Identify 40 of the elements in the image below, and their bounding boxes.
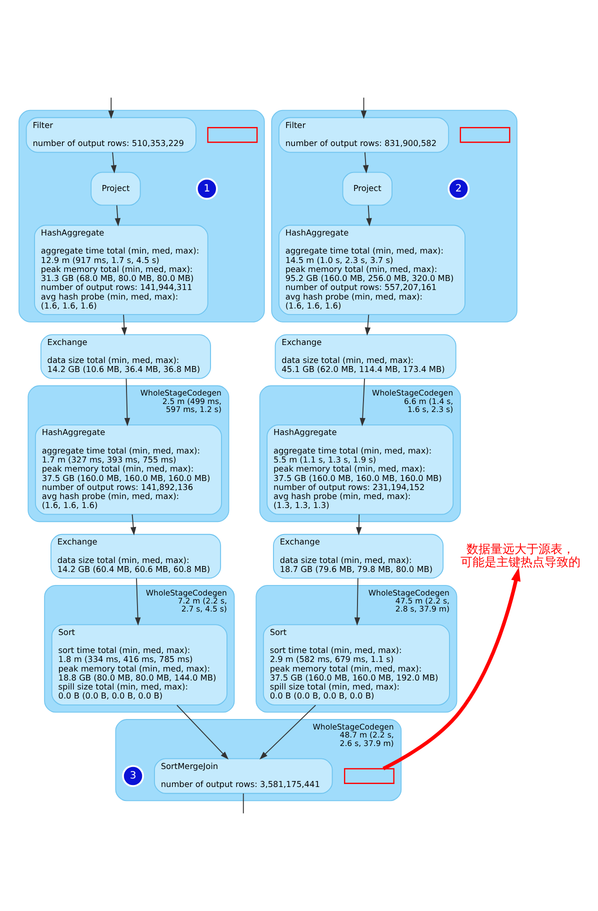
node-box: Project xyxy=(342,172,392,206)
arrow xyxy=(364,314,371,336)
arrow xyxy=(134,578,141,626)
arrow xyxy=(362,152,369,174)
node-box: Exchange data size total (min, med, max): 45.1 GB (62.0 MB, 114.4 MB, 173.4 MB) xyxy=(274,334,456,379)
node-box xyxy=(207,127,258,143)
node-box: Sort sort time total (min, med, max): 1.8 m (334 ms, 416 ms, 785 ms) peak memory total (min, med, max): 18.8 GB (80.0 MB, 80.0 MB, 144.0 MB) spill size total (min, med, max): 0.0 B (0.0 B, 0.0 B, 0.0 B) xyxy=(51,624,228,706)
node-box: SortMergeJoin number of output rows: 3,581,175,441 xyxy=(154,758,333,794)
arrow xyxy=(360,97,367,119)
arrow xyxy=(110,152,117,174)
node-box: Filter number of output rows: 831,900,582 xyxy=(278,117,450,153)
arrow xyxy=(356,514,362,536)
arrow xyxy=(114,204,121,226)
node-box: Exchange data size total (min, med, max): 18.7 GB (79.6 MB, 79.8 MB, 80.0 MB) xyxy=(273,534,444,579)
node-circle: 2 xyxy=(448,178,470,200)
arrow xyxy=(382,567,521,770)
node-box: HashAggregate aggregate time total (min, med, max): 12.9 m (917 ms, 1.7 s, 4.5 s) peak memory total (min, med, max): 31.3 GB (68.0 MB, 80.0 MB, 80.0 MB) number of output rows: 141,944,311 avg hash probe (min, med, max): (1.6, 1.6, 1.6) xyxy=(34,224,208,316)
arrow xyxy=(130,514,136,536)
node-box xyxy=(344,768,394,784)
arrow xyxy=(360,378,366,426)
arrow xyxy=(354,578,360,626)
node-box: Filter number of output rows: 510,353,229 xyxy=(26,117,196,153)
node-box: HashAggregate aggregate time total (min, med, max): 5.5 m (1.1 s, 1.3 s, 1.9 s) peak memory total (min, med, max): 37.5 GB (160.0 MB, 160.0 MB, 160.0 MB) number of output rows: 231,194,152 avg hash probe (min, med, max): (1.3, 1.3, 1.3) xyxy=(266,424,454,515)
node-box: Exchange data size total (min, med, max): 14.2 GB (10.6 MB, 36.4 MB, 36.8 MB) xyxy=(40,334,211,379)
node-box: Exchange data size total (min, med, max): 14.2 GB (60.4 MB, 60.6 MB, 60.8 MB) xyxy=(50,534,222,579)
arrow xyxy=(260,704,316,760)
node-box xyxy=(460,127,510,143)
arrow xyxy=(366,204,372,226)
node-text: 数据量远大于源表，可能是主键热点导致的 xyxy=(460,542,581,569)
node-box: HashAggregate aggregate time total (min, med, max): 14.5 m (1.0 s, 2.3 s, 3.7 s) peak memory total (min, med, max): 95.2 GB (160.0 MB, 256.0 MB, 320.0 MB) number of output rows: 557,207,161 avg hash probe (min, med, max): (1.6, 1.6, 1.6) xyxy=(278,224,466,316)
node-box: HashAggregate aggregate time total (min, med, max): 1.7 m (327 ms, 393 ms, 755 ms) peak memory total (min, med, max): 37.5 GB (160.0 MB, 160.0 MB, 160.0 MB) number of output rows: 141,892,136 avg hash probe (min, med, max): (1.6, 1.6, 1.6) xyxy=(35,424,222,515)
node-circle: 1 xyxy=(196,178,218,200)
node-circle: 3 xyxy=(122,765,144,787)
node-box: Project xyxy=(90,172,141,206)
arrow xyxy=(124,378,130,426)
arrow xyxy=(176,704,229,760)
arrow xyxy=(121,314,128,336)
connector xyxy=(242,793,244,814)
node-box: Sort sort time total (min, med, max): 2.9 m (582 ms, 679 ms, 1.1 s) peak memory total (min, med, max): 37.5 GB (160.0 MB, 160.0 MB, 192.0 MB) spill size total (min, med, max): 0.0 B (0.0 B, 0.0 B, 0.0 B) xyxy=(262,624,450,706)
arrow xyxy=(108,97,114,119)
